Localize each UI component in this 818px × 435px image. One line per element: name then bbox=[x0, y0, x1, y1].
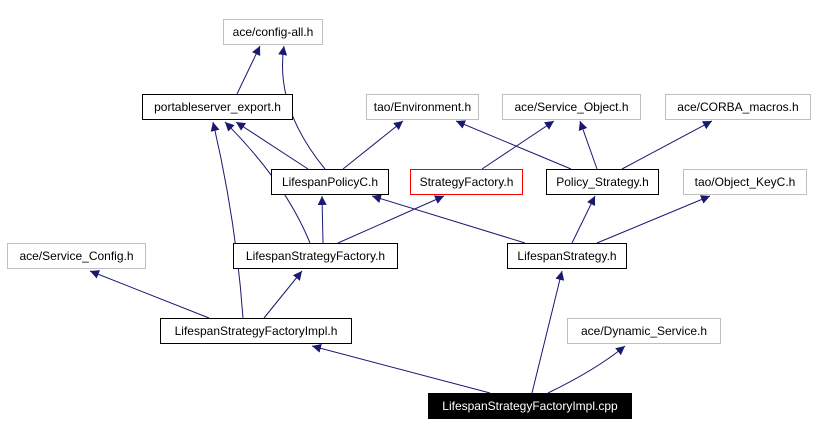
node-environment: tao/Environment.h bbox=[366, 94, 479, 120]
node-corba-macros: ace/CORBA_macros.h bbox=[665, 94, 811, 120]
edge-lifespan_policy-to-environment bbox=[342, 120, 404, 170]
node-ls-strategy[interactable]: LifespanStrategy.h bbox=[507, 243, 627, 269]
edge-ls_factory_impl_h-to-ls_factory bbox=[263, 270, 303, 319]
node-strategy-factory[interactable]: StrategyFactory.h bbox=[410, 169, 523, 195]
node-config-all: ace/config-all.h bbox=[223, 19, 323, 45]
edge-ls_factory_impl_cpp-to-dynamic_service bbox=[547, 345, 626, 394]
edge-ls_strategy-to-lifespan_policy bbox=[371, 194, 526, 244]
node-object-key: tao/Object_KeyC.h bbox=[683, 169, 807, 195]
edge-ls_strategy-to-object_key bbox=[596, 195, 711, 244]
edge-ls_factory_impl_cpp-to-ls_strategy bbox=[531, 270, 565, 394]
edge-ls_factory_impl_cpp-to-ls_factory_impl_h bbox=[311, 343, 491, 394]
edge-ls_factory-to-strategy_factory bbox=[337, 195, 445, 244]
node-ls-factory-impl-h[interactable]: LifespanStrategyFactoryImpl.h bbox=[160, 318, 352, 344]
edge-policy_strategy-to-environment bbox=[455, 120, 572, 170]
edge-strategy_factory-to-service_object bbox=[481, 120, 555, 170]
node-policy-strategy[interactable]: Policy_Strategy.h bbox=[546, 169, 659, 195]
node-service-object: ace/Service_Object.h bbox=[502, 94, 641, 120]
edge-ls_strategy-to-policy_strategy bbox=[571, 195, 596, 244]
node-ls-factory-impl-cpp: LifespanStrategyFactoryImpl.cpp bbox=[428, 393, 632, 419]
edge-ps_export-to-config_all bbox=[236, 45, 261, 95]
edge-ls_factory_impl_h-to-service_config bbox=[89, 270, 210, 319]
node-ls-factory[interactable]: LifespanStrategyFactory.h bbox=[233, 243, 398, 269]
node-service-config: ace/Service_Config.h bbox=[7, 243, 146, 269]
node-lifespan-policy[interactable]: LifespanPolicyC.h bbox=[271, 169, 389, 195]
edge-lifespan_policy-to-ps_export bbox=[235, 121, 309, 170]
edge-ls_factory-to-lifespan_policy bbox=[317, 195, 327, 244]
edge-policy_strategy-to-corba_macros bbox=[621, 120, 713, 170]
edge-policy_strategy-to-service_object bbox=[578, 120, 598, 170]
node-ps-export[interactable]: portableserver_export.h bbox=[142, 94, 293, 120]
node-dynamic-service: ace/Dynamic_Service.h bbox=[567, 318, 721, 344]
edge-ls_factory_impl_h-to-ps_export bbox=[210, 121, 244, 319]
